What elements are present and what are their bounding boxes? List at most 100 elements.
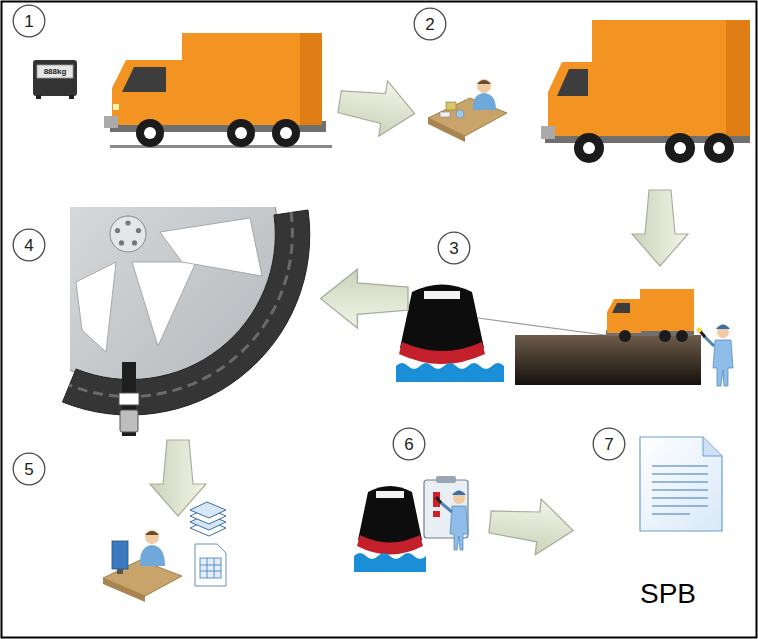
truck-box-shade [726,20,750,136]
spreadsheet-grid [200,558,221,578]
truck-window [557,69,588,96]
text-line [652,473,708,474]
flow-arrow [150,440,206,516]
wheel-hub [144,127,156,139]
wheel-hub [235,127,247,139]
truck-cargo-box [182,33,322,125]
tire-tread [69,212,292,397]
document-fold [703,437,722,456]
truck-wheels [136,119,300,147]
rim-opening [132,262,196,346]
truck-cab [548,62,596,136]
wheel [659,330,671,342]
desk-item [446,102,456,110]
step-number: 7 [592,427,626,461]
water-waves [354,553,426,572]
rim-opening [76,262,116,352]
flow-arrow [487,494,576,558]
wheel [272,119,300,147]
wheel [136,119,164,147]
ship-waterline [357,535,423,555]
truck-weighing [104,33,332,148]
truck-cargo-box [592,20,750,136]
lug-hole [136,228,141,233]
desk-paper [440,112,450,117]
weighing-scale [33,60,77,99]
guard-body [713,340,733,386]
worker-body [140,545,165,566]
ship-waterline [399,342,485,364]
step-number: 6 [392,427,426,461]
guard-body [450,506,468,550]
grid-line [207,558,208,578]
step-number: 2 [413,7,447,41]
worker-head [145,530,159,544]
alert-mark [433,492,440,507]
step-number-circle: 4 [12,228,46,262]
text-line [652,481,708,482]
ship-loading [396,285,701,386]
step-number-circle: 2 [413,7,447,41]
truck-bumper [104,116,118,128]
ship-inspection [354,476,468,572]
wheel-hub [674,142,686,154]
wheel-hub [280,127,292,139]
grid-line [200,571,221,572]
dock [515,335,701,385]
wheel [574,133,604,163]
truck-bumper [541,126,555,139]
truck-registered [541,20,750,163]
step-number: 4 [12,228,46,262]
scale-leg [69,95,74,99]
wheel-hub [110,216,146,252]
worker-hair [145,531,159,535]
truck-window [122,67,166,92]
lug-hole [115,228,120,233]
flow-arrow [335,74,419,141]
truck-cab [607,299,641,333]
wheel-hub [713,142,725,154]
clerk-at-desk [428,79,507,142]
step-number: 5 [12,452,46,486]
wheel [619,330,631,342]
text-line [652,497,708,498]
scale-display [37,65,73,78]
step-number: 3 [437,231,471,265]
guard-cap [452,491,466,496]
desk-edge [428,118,465,142]
wheel [665,133,695,163]
flow-arrow [632,190,688,266]
truck-cargo-box [640,289,694,331]
text-line [652,513,690,514]
document-sheet [640,437,722,531]
lug-hole [132,240,137,245]
wheel [227,119,255,147]
truck-box-shade [300,33,322,125]
spb-document [640,437,722,531]
guard-figure [697,325,734,387]
wheel-hub [583,142,595,154]
clerk-head [477,79,491,93]
text-line [652,505,708,506]
step-number-circle: 6 [392,427,426,461]
guard-arm [704,336,714,346]
ground-line [110,145,332,148]
rim-opening [160,218,262,276]
wheel [704,133,734,163]
flashlight [436,497,441,503]
lug-hole [119,240,124,245]
flow-arrow [321,269,408,328]
flashlight-beam [697,328,702,333]
scale-reading: 888kg [44,68,67,76]
spreadsheet-document [195,544,226,586]
flashlight [700,331,705,337]
desk-item [456,110,464,118]
step-number-circle: 7 [592,427,626,461]
water-waves [396,363,504,382]
clerk-body [473,93,496,110]
computer-monitor [112,541,128,569]
scale-leg [36,95,41,99]
